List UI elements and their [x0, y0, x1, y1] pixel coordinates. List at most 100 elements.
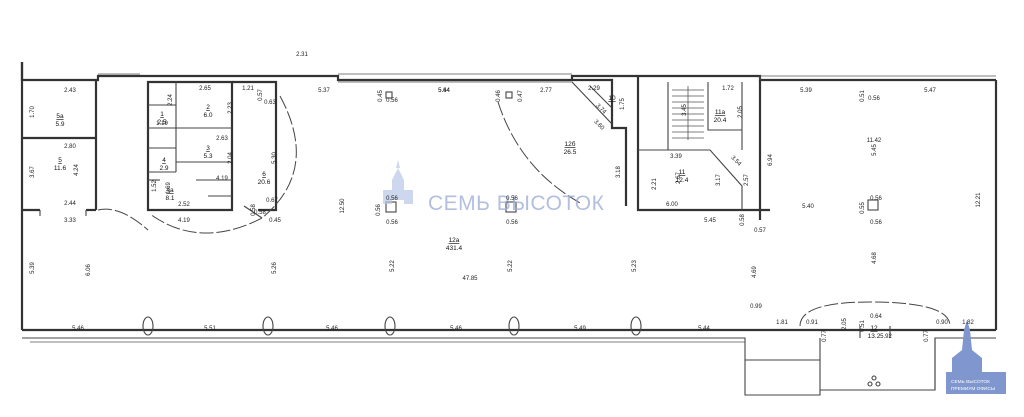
- dimension-label: 6.94: [768, 154, 774, 166]
- dimension-label: 0.90: [936, 320, 948, 326]
- dimension-label: 5.49: [574, 326, 586, 332]
- dimension-label: 6.00: [666, 202, 678, 208]
- dimension-label: 3.33: [64, 218, 76, 224]
- room-area-1: 2.5: [157, 119, 166, 126]
- dimension-label: 1.19: [156, 121, 168, 127]
- dimension-label: 5.40: [802, 204, 814, 210]
- dimension-label: 0.63: [264, 100, 276, 106]
- room-label-12б: 12б: [565, 140, 576, 148]
- dimension-label: 2.63: [216, 136, 228, 142]
- room-area-5a: 5.9: [55, 121, 64, 128]
- room-12-walls: [799, 301, 951, 387]
- dimension-label: 3.39: [670, 154, 682, 160]
- dimension-label: 0.77: [924, 330, 930, 342]
- dimension-label: 0.58: [740, 214, 746, 226]
- dimension-label: 5.46: [450, 326, 462, 332]
- dimension-label: 1.72: [722, 86, 734, 92]
- dimension-label: 3.45: [682, 104, 688, 116]
- dimension-label: 5.64: [438, 88, 450, 94]
- dimension-label: 2.67: [676, 172, 682, 184]
- room-label-11: 11: [679, 169, 686, 176]
- south-columns: [142, 316, 642, 336]
- dimension-label: 5.44: [698, 326, 710, 332]
- dimension-label: 2.31: [296, 52, 308, 58]
- dimension-label: 5.23: [632, 260, 638, 272]
- dimension-label: 3.54: [729, 155, 742, 168]
- room-labels: 5a5.9511.612.526.035.342.94a8.1620.612a4…: [54, 95, 881, 340]
- room-area-3: 5.3: [203, 153, 212, 160]
- dimension-label: 2.80: [64, 144, 76, 150]
- dimension-label: 5.46: [72, 326, 84, 332]
- dimension-label: 4.24: [74, 164, 80, 176]
- dimension-label: 1.69: [166, 182, 172, 194]
- dimension-label: 3.67: [30, 166, 36, 178]
- dimension-label: 5.22: [508, 260, 514, 272]
- dimension-label: 5.22: [390, 260, 396, 272]
- logo: СЕМЬ ВЫСОТОК ПРЕМИУМ ОФИСЫ: [946, 320, 1006, 394]
- room-area-11: 12.4: [676, 177, 689, 184]
- dimension-label: 1.75: [620, 98, 626, 110]
- dimension-label: 0.91: [806, 320, 818, 326]
- dimension-label: 1.21: [242, 86, 254, 92]
- dimension-label: 0.56: [870, 220, 882, 226]
- dimension-label: 4.19: [178, 218, 190, 224]
- room-label-4a: 4a: [166, 187, 174, 194]
- dimension-label: 1.81: [776, 320, 788, 326]
- dimension-label: 2.52: [178, 202, 190, 208]
- room-area-11a: 20.4: [714, 117, 727, 124]
- dimension-label: 0.58: [251, 204, 257, 216]
- dimension-label: 5.37: [318, 88, 330, 94]
- room-area-12: 13.2: [868, 333, 881, 340]
- left-rooms: [22, 80, 149, 231]
- dimension-label: 2.77: [540, 88, 552, 94]
- dimension-label: 5.44: [438, 88, 450, 94]
- dimension-label: 0.56: [386, 220, 398, 226]
- dimension-label: 3.17: [716, 174, 722, 186]
- room-area-6: 20.6: [258, 179, 271, 186]
- dimension-label: 0.51: [860, 320, 866, 332]
- dimension-label: 5.46: [326, 326, 338, 332]
- dimension-label: 2.57: [744, 174, 750, 186]
- dimension-label: 6.06: [86, 264, 92, 276]
- dimension-label: 4.69: [752, 266, 758, 278]
- dimension-label: 4.68: [872, 252, 878, 264]
- room-area-4a: 8.1: [165, 195, 174, 202]
- dimension-label: 2.05: [738, 106, 744, 118]
- top-windows: [98, 73, 572, 83]
- dimension-label: 0.56: [386, 98, 398, 104]
- dimension-label: 2.44: [64, 201, 76, 207]
- room-label-10: 10: [608, 95, 616, 102]
- dimension-label: 2.43: [64, 88, 76, 94]
- dimension-label: 1.52: [152, 180, 158, 192]
- dimension-label: 12.50: [340, 198, 346, 214]
- dimension-label: 2.04: [228, 152, 234, 164]
- dimension-label: 5.39: [800, 88, 812, 94]
- room-area-12a: 431.4: [446, 245, 463, 252]
- outer-walls: [20, 62, 998, 396]
- service-rooms: [146, 80, 234, 212]
- room-label-12a: 12a: [449, 237, 460, 244]
- dimension-label: 0.56: [870, 196, 882, 202]
- dimension-label: 0.56: [376, 204, 382, 216]
- dimension-label: 4.19: [216, 176, 228, 182]
- dimension-label: 0.51: [860, 90, 866, 102]
- stairs: [672, 86, 704, 140]
- room-area-5: 11.6: [54, 165, 67, 172]
- room-12b-walls: [497, 78, 628, 206]
- dimension-label: 1.82: [962, 320, 974, 326]
- room-label-1: 1: [160, 111, 164, 118]
- dimension-label: 11.42: [867, 138, 882, 144]
- dimension-label: 0.47: [518, 90, 524, 102]
- room-label-3: 3: [206, 145, 210, 152]
- dimension-label: 2.65: [199, 86, 211, 92]
- dimension-label: 0.56: [868, 96, 880, 102]
- dimension-label: 2.21: [652, 178, 658, 190]
- dimension-label: 12.21: [976, 192, 982, 208]
- room-area-12б: 26.5: [564, 149, 577, 156]
- room-label-4: 4: [162, 157, 166, 164]
- dimension-label: 3.74: [594, 103, 607, 116]
- room-label-11a: 11a: [715, 109, 726, 116]
- dimension-label: 47.85: [462, 276, 478, 282]
